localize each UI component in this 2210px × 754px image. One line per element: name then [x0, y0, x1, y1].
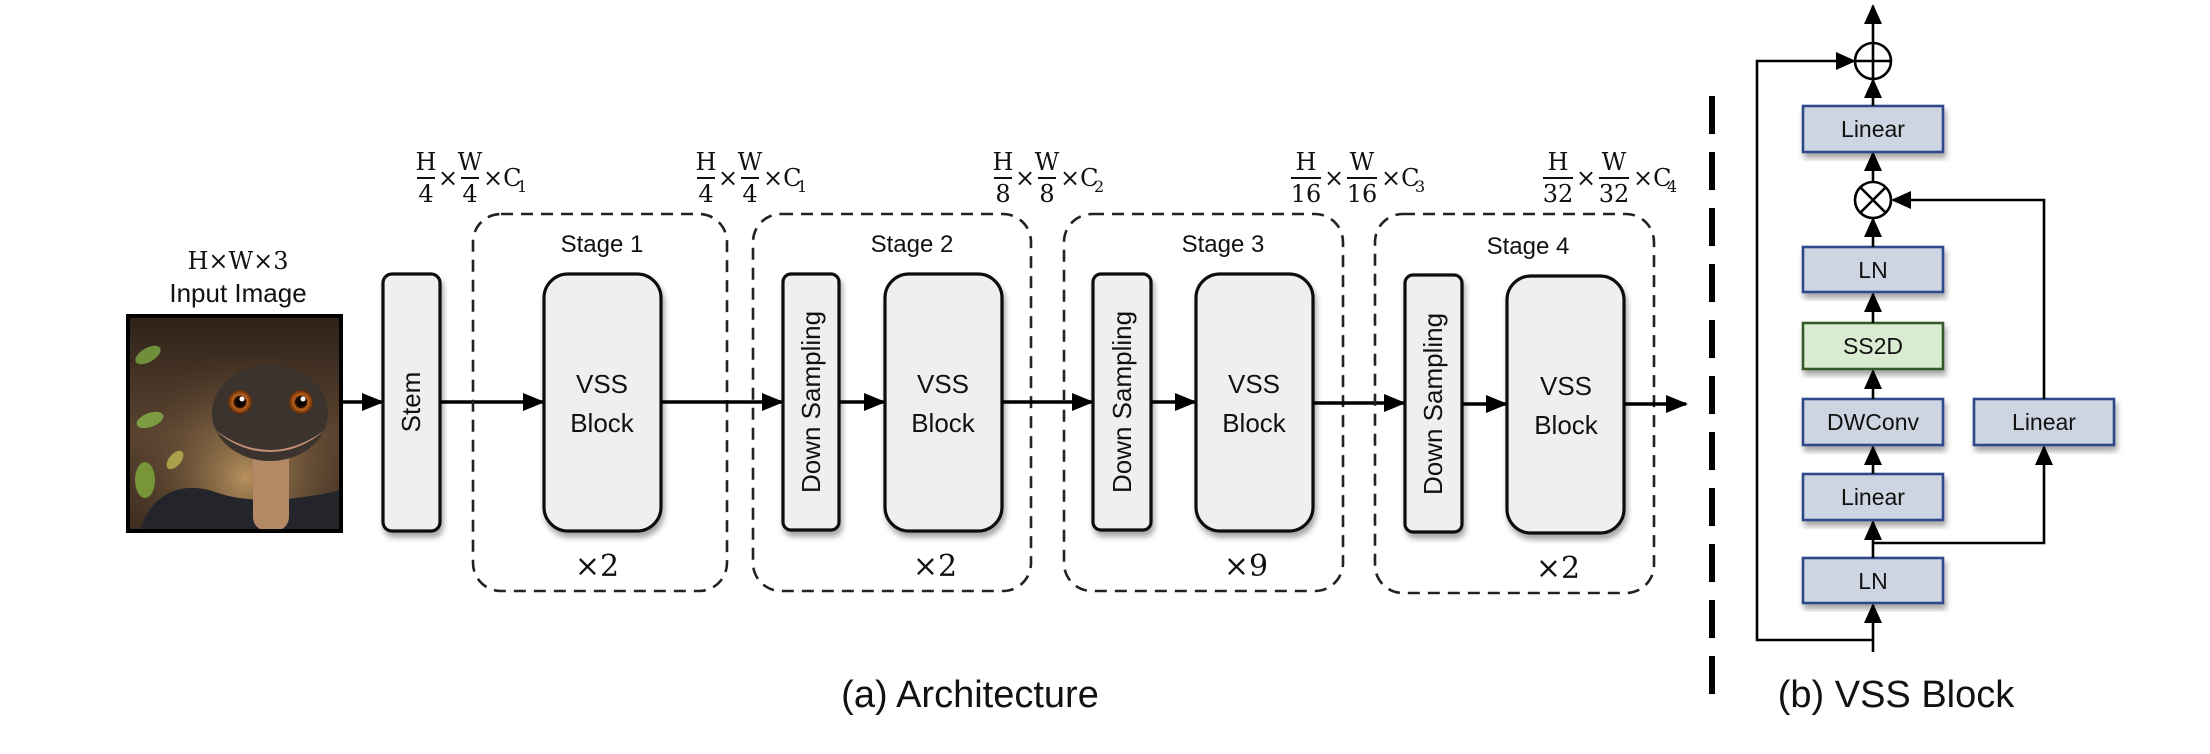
- stage3-vss-block[interactable]: [1194, 272, 1315, 533]
- vss-residual-path: [1755, 52, 1873, 642]
- caption-vss-block: (b) VSS Block: [1778, 674, 2016, 716]
- stage3-title: Stage 3: [1182, 231, 1265, 258]
- stage4-vss-block[interactable]: [1505, 274, 1626, 535]
- stage2-vss-line1: VSS: [917, 369, 969, 399]
- dim-channel: ×C: [1060, 164, 1098, 192]
- dim-channel: ×C: [1633, 164, 1671, 192]
- stage2-title: Stage 2: [871, 231, 954, 258]
- vss-side-to-mul-path: [1891, 191, 2046, 399]
- vss-linear-in[interactable]: [1801, 472, 1945, 522]
- dim-denominator-w: 4: [742, 180, 757, 208]
- dim-numerator-h: H: [1296, 148, 1317, 176]
- dim-numerator-h: H: [416, 148, 437, 176]
- dim-channel-subscript: 3: [1415, 177, 1425, 196]
- vss-ln-bottom-label: LN: [1858, 568, 1887, 594]
- dim-channel-subscript: 1: [517, 177, 527, 196]
- stage3-vss-line1: VSS: [1228, 369, 1280, 399]
- input-image: [126, 314, 343, 533]
- dim-times: ×: [1576, 164, 1596, 192]
- dim-channel: ×C: [483, 164, 521, 192]
- vss-dwconv[interactable]: [1801, 397, 1945, 447]
- dim-denominator-h: 16: [1291, 180, 1322, 208]
- dim-denominator-w: 16: [1347, 180, 1378, 208]
- dim-times: ×: [718, 164, 738, 192]
- dim-times: ×: [1015, 164, 1035, 192]
- vss-ln-top-label: LN: [1858, 257, 1887, 283]
- dim-channel-subscript: 1: [797, 177, 807, 196]
- dim-numerator-w: W: [1035, 148, 1060, 176]
- dim-numerator-h: H: [696, 148, 717, 176]
- dim-numerator-w: W: [458, 148, 483, 176]
- dim-numerator-w: W: [1350, 148, 1375, 176]
- dim-denominator-h: 4: [698, 180, 713, 208]
- vss-branch-path: [1873, 445, 2053, 545]
- caption-architecture: (a) Architecture: [841, 674, 1099, 716]
- dim-channel: ×C: [763, 164, 801, 192]
- dim-channel-subscript: 2: [1094, 177, 1104, 196]
- stage1-repeat: ×2: [575, 549, 619, 584]
- stem-label: Stem: [396, 372, 426, 433]
- dim-channel: ×C: [1381, 164, 1419, 192]
- stage3-repeat: ×9: [1224, 549, 1268, 584]
- dim-numerator-h: H: [1548, 148, 1569, 176]
- dimension-labels: H4×W4×C1H4×W4×C1H8×W8×C2H16×W16×C3H32×W3…: [416, 148, 1678, 208]
- stage1-vss-line2: Block: [570, 408, 635, 438]
- stage4-vss-line1: VSS: [1540, 371, 1592, 401]
- stage1-vss-block[interactable]: [542, 272, 663, 533]
- vss-linear-in-label: Linear: [1841, 484, 1905, 510]
- vss-ln-bottom[interactable]: [1801, 556, 1945, 605]
- dim-channel-subscript: 4: [1667, 177, 1677, 196]
- input-dims-label: H×W×3: [187, 247, 288, 275]
- multiply-icon: [1853, 180, 1893, 220]
- dim-denominator-w: 32: [1599, 180, 1630, 208]
- vss-ss2d-label: SS2D: [1843, 333, 1903, 359]
- stage4-repeat: ×2: [1536, 551, 1580, 586]
- vss-block-detail: LN Linear DWConv SS2D LN Linear: [1755, 4, 2116, 652]
- dim-numerator-h: H: [993, 148, 1014, 176]
- vss-ss2d[interactable]: [1801, 321, 1945, 371]
- stage3-downsampling-label: Down Sampling: [1107, 311, 1137, 493]
- stage2-vss-block[interactable]: [883, 272, 1004, 533]
- stage3-vss-line2: Block: [1222, 408, 1287, 438]
- dim-denominator-h: 4: [418, 180, 433, 208]
- vss-dwconv-label: DWConv: [1827, 409, 1920, 435]
- dim-numerator-w: W: [1602, 148, 1627, 176]
- stage2-downsampling-label: Down Sampling: [796, 311, 826, 493]
- dim-numerator-w: W: [738, 148, 763, 176]
- add-icon: [1853, 41, 1893, 81]
- stage4-title: Stage 4: [1487, 233, 1570, 260]
- stage2-vss-line2: Block: [911, 408, 976, 438]
- dim-times: ×: [1324, 164, 1344, 192]
- dim-denominator-h: 32: [1543, 180, 1574, 208]
- dim-times: ×: [438, 164, 458, 192]
- vss-linear-side[interactable]: [1972, 397, 2116, 447]
- input-image-label: Input Image: [169, 278, 306, 308]
- stage1-vss-line1: VSS: [576, 369, 628, 399]
- dim-denominator-w: 4: [462, 180, 477, 208]
- dim-denominator-h: 8: [995, 180, 1010, 208]
- stage4-vss-line2: Block: [1534, 410, 1599, 440]
- vss-linear-out-label: Linear: [1841, 116, 1905, 142]
- vss-linear-side-label: Linear: [2012, 409, 2076, 435]
- dim-denominator-w: 8: [1039, 180, 1054, 208]
- stage4-downsampling-label: Down Sampling: [1418, 313, 1448, 495]
- stage1-title: Stage 1: [561, 231, 644, 258]
- stage2-repeat: ×2: [913, 549, 957, 584]
